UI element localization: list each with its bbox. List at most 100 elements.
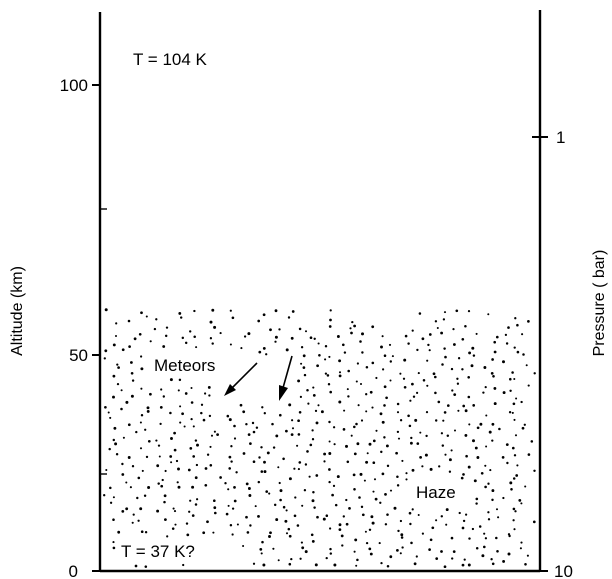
haze-dot xyxy=(416,348,419,352)
haze-dot xyxy=(484,537,488,540)
haze-dot xyxy=(353,488,356,491)
haze-dot xyxy=(444,453,447,456)
haze-dot xyxy=(513,377,516,381)
haze-dots xyxy=(103,308,536,569)
haze-dot xyxy=(312,394,316,397)
haze-dot xyxy=(328,452,332,455)
haze-dot xyxy=(356,362,360,365)
haze-dot xyxy=(209,320,213,324)
haze-dot xyxy=(440,432,444,435)
haze-dot xyxy=(363,479,366,482)
haze-dot xyxy=(219,476,222,479)
haze-dot xyxy=(372,461,376,465)
haze-dot xyxy=(372,490,375,493)
haze-dot xyxy=(396,484,400,487)
haze-dot xyxy=(441,363,444,366)
haze-dot xyxy=(409,522,412,526)
haze-dot xyxy=(355,380,358,383)
haze-dot xyxy=(472,354,476,357)
haze-dot xyxy=(263,460,266,464)
haze-dot xyxy=(403,385,407,389)
haze-dot xyxy=(159,422,162,426)
haze-dot xyxy=(516,350,520,354)
haze-dot xyxy=(505,342,509,345)
haze-dot xyxy=(182,563,185,567)
haze-dot xyxy=(206,453,210,456)
haze-dot xyxy=(121,473,125,476)
haze-dot xyxy=(385,396,388,400)
haze-dot xyxy=(484,464,487,467)
haze-dot xyxy=(512,519,515,522)
haze-dot xyxy=(410,436,413,440)
haze-dot xyxy=(170,437,173,440)
haze-dot xyxy=(213,511,217,515)
haze-dot xyxy=(514,317,517,320)
haze-dot xyxy=(290,336,294,340)
haze-dot xyxy=(414,418,418,422)
haze-dot xyxy=(355,564,358,567)
haze-dot xyxy=(121,348,125,352)
haze-dot xyxy=(257,480,261,484)
haze-dot xyxy=(355,422,358,426)
haze-dot xyxy=(139,421,142,424)
haze-dot xyxy=(224,482,227,485)
haze-dot xyxy=(381,335,384,338)
haze-dot xyxy=(372,439,376,443)
haze-dot xyxy=(159,406,163,409)
haze-dot xyxy=(518,499,522,502)
haze-dot xyxy=(213,430,216,433)
haze-dot xyxy=(526,554,529,557)
haze-dot xyxy=(296,524,300,527)
haze-dot xyxy=(382,368,385,371)
haze-dot xyxy=(311,499,315,503)
haze-dot xyxy=(467,465,471,469)
haze-dot xyxy=(291,427,295,430)
haze-dot xyxy=(493,340,497,344)
haze-dot xyxy=(475,332,478,335)
haze-dot xyxy=(328,420,331,424)
haze-dot xyxy=(323,452,327,456)
haze-dot xyxy=(147,486,151,489)
bottom-temperature-label: T = 37 K? xyxy=(121,542,195,561)
haze-dot xyxy=(165,326,169,329)
haze-dot xyxy=(366,452,369,455)
haze-dot xyxy=(501,456,505,459)
haze-dot xyxy=(378,542,381,545)
haze-dot xyxy=(396,475,399,479)
haze-dot xyxy=(317,342,320,345)
haze-dot xyxy=(511,411,514,414)
haze-dot xyxy=(312,491,315,494)
haze-dot xyxy=(170,461,173,464)
haze-dot xyxy=(408,424,412,428)
haze-dot xyxy=(421,465,424,468)
haze-dot xyxy=(130,394,134,398)
haze-dot xyxy=(164,334,168,338)
haze-dot xyxy=(380,345,383,349)
haze-dot xyxy=(328,527,332,530)
haze-dot xyxy=(450,449,453,452)
haze-dot xyxy=(487,482,490,485)
haze-dot xyxy=(303,489,307,492)
haze-dot xyxy=(348,507,351,510)
haze-dot xyxy=(386,513,389,516)
haze-dot xyxy=(441,444,445,447)
haze-dot xyxy=(383,436,386,439)
haze-dot xyxy=(483,366,487,369)
haze-dot xyxy=(496,550,499,553)
haze-dot xyxy=(299,557,302,560)
haze-dot xyxy=(134,564,138,568)
haze-dot xyxy=(360,419,364,422)
haze-dot xyxy=(163,500,166,504)
haze-dot xyxy=(269,328,272,332)
haze-dot xyxy=(307,402,310,405)
haze-dot xyxy=(405,478,408,481)
haze-dot xyxy=(172,507,175,510)
haze-dot xyxy=(183,425,186,428)
haze-dot xyxy=(401,459,404,462)
haze-dot xyxy=(431,526,435,530)
haze-dot xyxy=(177,389,180,392)
haze-dot xyxy=(487,511,490,514)
haze-dot xyxy=(357,404,360,407)
haze-dot xyxy=(354,538,358,542)
haze-dot xyxy=(297,433,301,436)
